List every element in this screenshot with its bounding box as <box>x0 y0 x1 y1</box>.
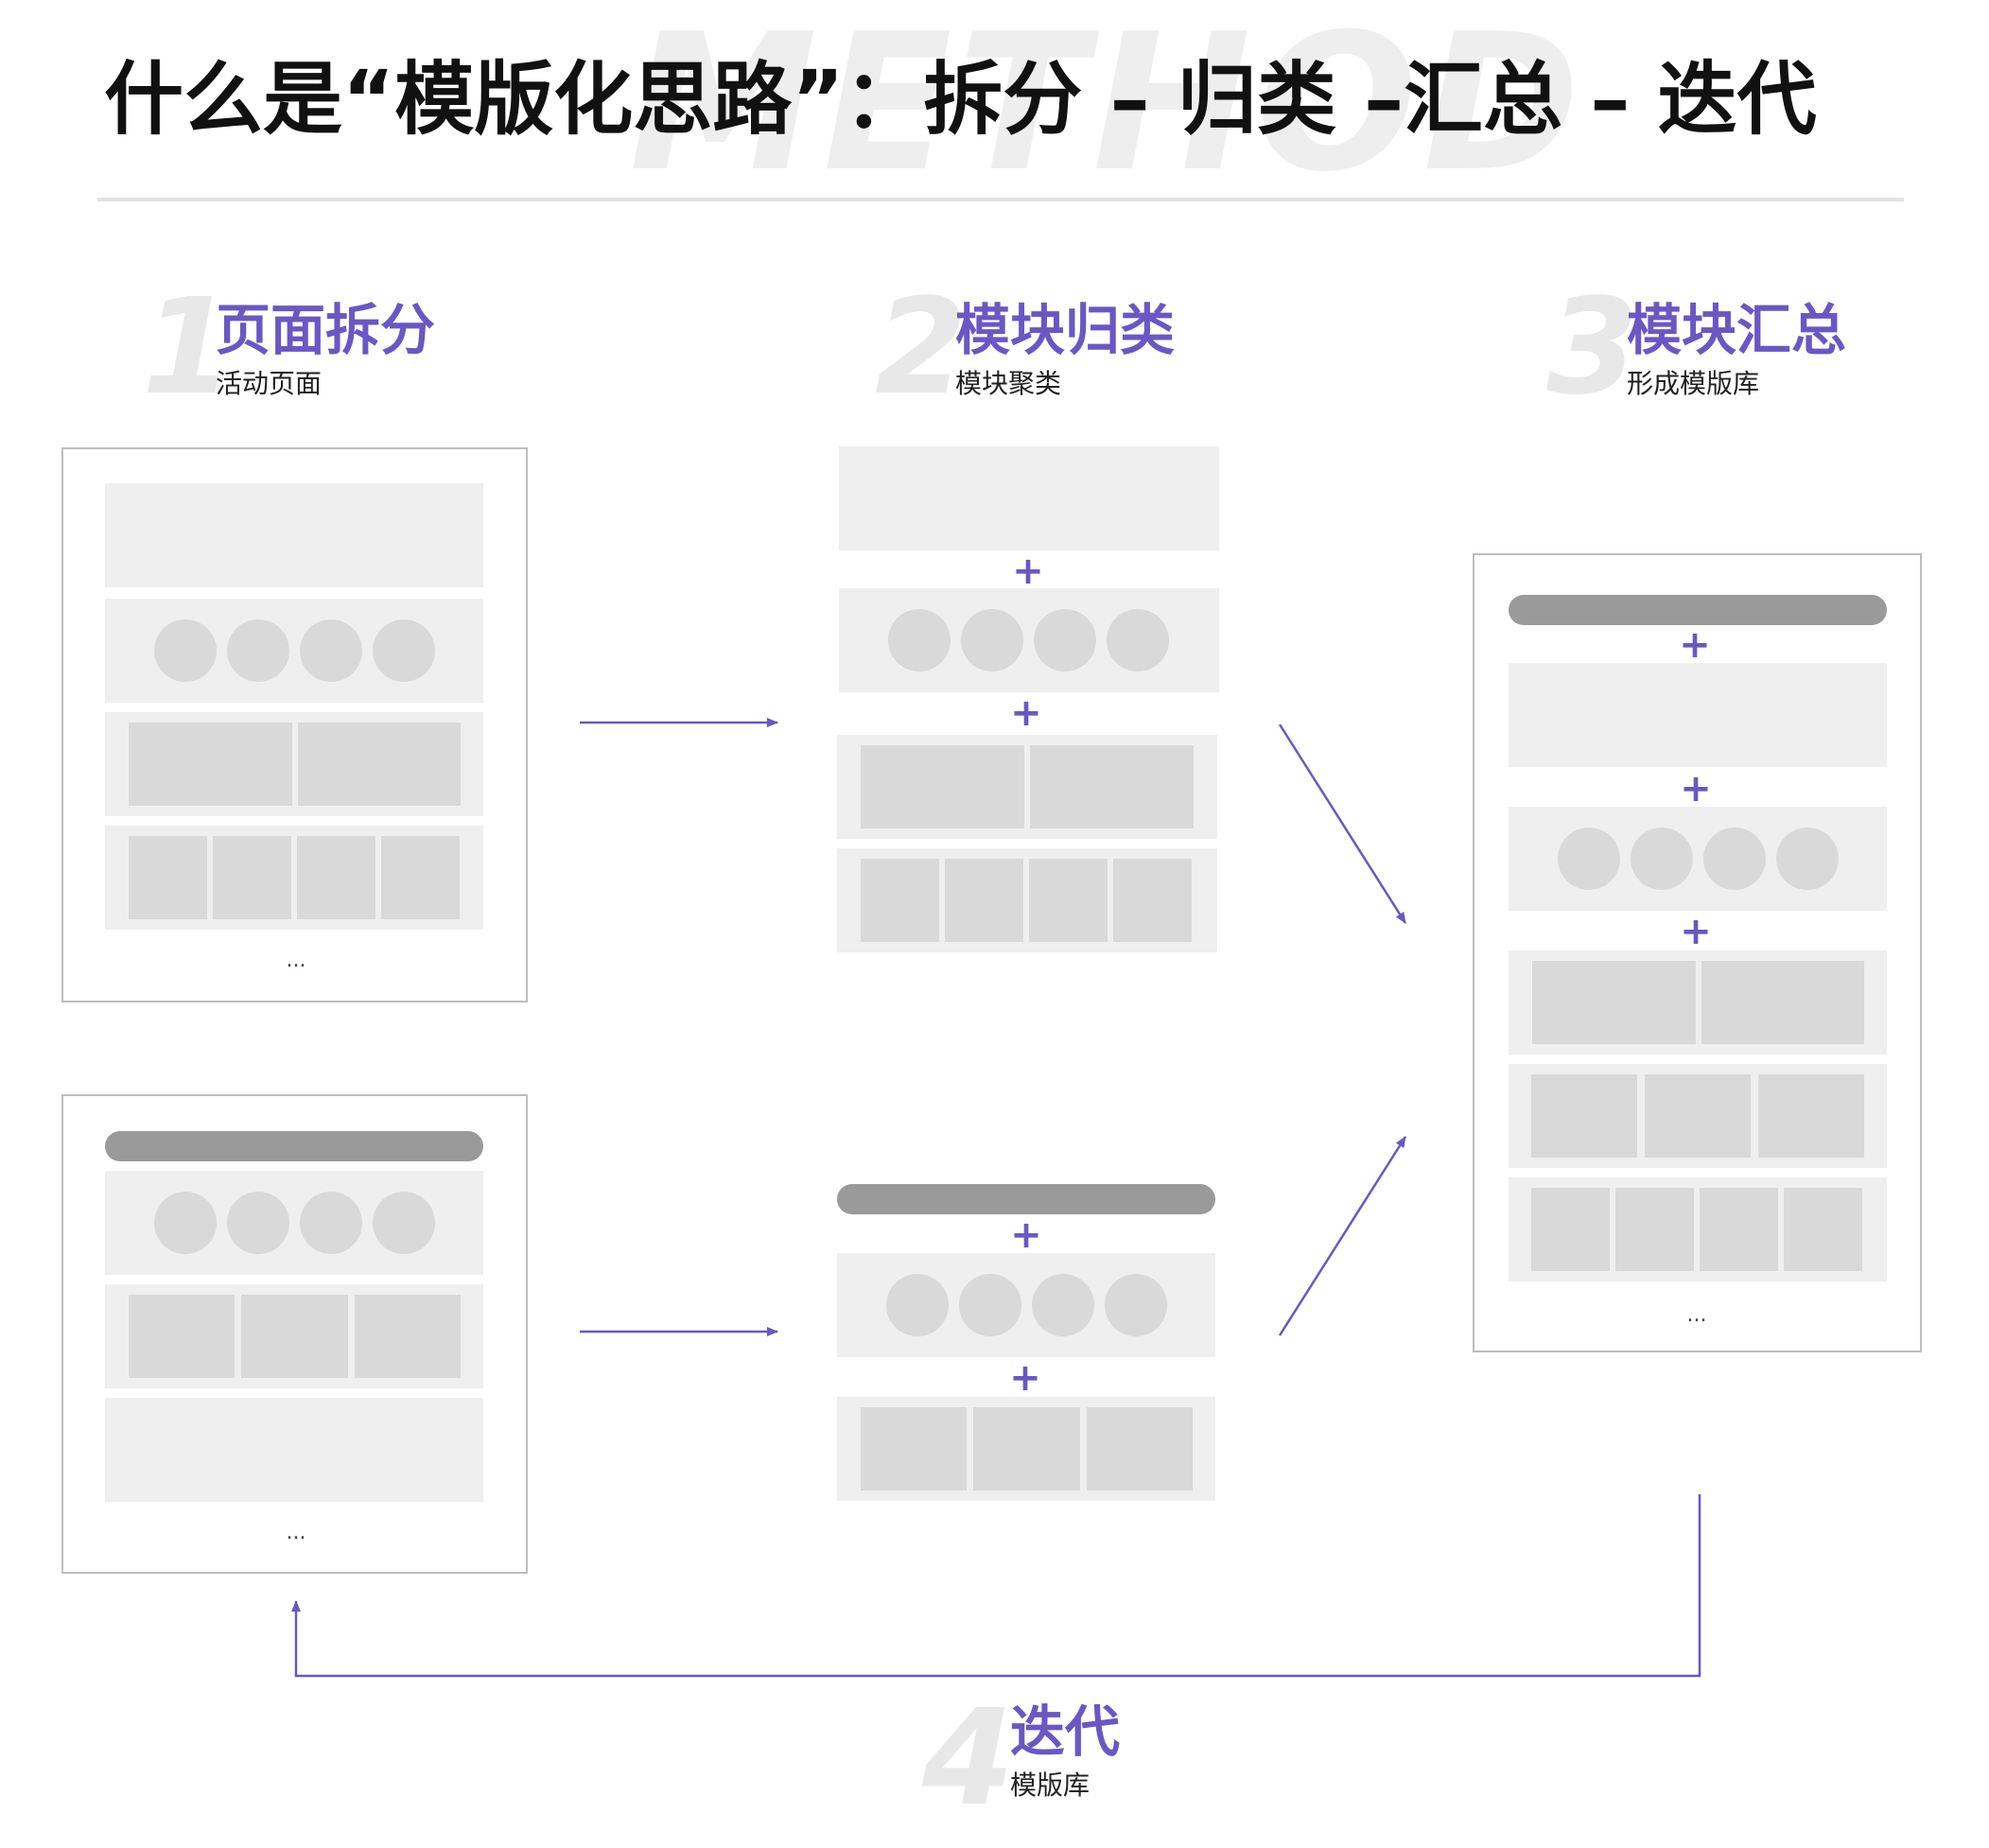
watermark-method: METHOD <box>629 0 1586 214</box>
circle-icon <box>1034 609 1096 671</box>
arrow-modules-top-to-library <box>1278 724 1407 924</box>
tile <box>1030 745 1194 828</box>
tile <box>1700 1188 1778 1271</box>
circle-icon <box>300 1192 362 1254</box>
ellipsis-more: ... <box>286 1521 306 1544</box>
tile <box>861 745 1024 828</box>
banner-module <box>1509 663 1887 767</box>
plus-icon: + <box>1010 1213 1042 1257</box>
tile <box>298 723 461 806</box>
step2-subtitle: 模块聚类 <box>955 368 1062 399</box>
plus-icon: + <box>1009 1356 1041 1400</box>
tile <box>129 723 292 806</box>
circle-icon <box>1631 828 1693 890</box>
step2-number: 2 <box>875 270 968 425</box>
circle-icon <box>154 619 217 682</box>
circle-icon <box>886 1274 949 1336</box>
tile <box>355 1295 461 1378</box>
step1-subtitle: 活动页面 <box>216 368 323 399</box>
tile <box>1532 961 1696 1044</box>
title-bar-module <box>105 1131 483 1161</box>
tile <box>1531 1188 1610 1271</box>
circle-icon <box>154 1192 217 1254</box>
plus-icon: + <box>1012 549 1044 593</box>
circle-icon <box>888 609 951 671</box>
tile <box>1113 859 1192 942</box>
step1-title: 页面拆分 <box>216 298 436 362</box>
tile <box>1701 961 1864 1044</box>
page-title: 什么是“模版化思路”：拆分 – 归类 –汇总 – 迭代 <box>104 53 1817 146</box>
circle-icon <box>1032 1274 1094 1336</box>
step3-subtitle: 形成模版库 <box>1627 368 1760 399</box>
step3-title: 模块汇总 <box>1627 298 1847 362</box>
plus-icon: + <box>1010 691 1042 735</box>
tile <box>1029 859 1108 942</box>
banner-module <box>105 1398 483 1502</box>
ellipsis-more: ... <box>286 949 306 972</box>
step4-subtitle: 模版库 <box>1010 1770 1090 1801</box>
tile <box>1758 1074 1864 1158</box>
circle-icon <box>1703 828 1766 890</box>
title-bar-module <box>837 1184 1215 1214</box>
tile <box>1531 1074 1637 1158</box>
circle-icon <box>961 609 1023 671</box>
step2-title: 模块归类 <box>955 298 1176 362</box>
tile <box>241 1295 348 1378</box>
plus-icon: + <box>1680 767 1712 811</box>
banner-module <box>839 446 1219 550</box>
step1-number: 1 <box>142 270 235 425</box>
circle-icon <box>1107 609 1169 671</box>
tile <box>1784 1188 1862 1271</box>
circle-icon <box>1776 828 1839 890</box>
tile <box>213 836 291 919</box>
circle-icon <box>227 619 289 682</box>
banner-module <box>105 483 483 587</box>
plus-icon: + <box>1679 623 1711 667</box>
tile <box>861 859 939 942</box>
tile <box>129 1295 235 1378</box>
tile <box>129 836 207 919</box>
circle-icon <box>373 1192 435 1254</box>
circle-icon <box>373 619 435 682</box>
title-divider <box>97 198 1904 201</box>
tile <box>861 1407 967 1491</box>
arrow-iterate-loop <box>291 1494 1701 1678</box>
circle-icon <box>959 1274 1021 1336</box>
step4-title: 迭代 <box>1010 1700 1121 1764</box>
ellipsis-more: ... <box>1686 1303 1707 1327</box>
circle-icon <box>300 619 362 682</box>
title-bar-module <box>1509 595 1887 625</box>
step4-number: 4 <box>922 1682 1015 1836</box>
tile <box>381 836 460 919</box>
tile <box>297 836 375 919</box>
tile <box>1645 1074 1751 1158</box>
circle-icon <box>1558 828 1620 890</box>
arrow-modules-bottom-to-library <box>1278 1136 1407 1336</box>
tile <box>945 859 1023 942</box>
tile <box>1615 1188 1694 1271</box>
plus-icon: + <box>1680 910 1712 953</box>
tile <box>1087 1407 1193 1491</box>
tile <box>973 1407 1080 1491</box>
circle-icon <box>1105 1274 1167 1336</box>
circle-icon <box>227 1192 289 1254</box>
step3-number: 3 <box>1546 270 1639 425</box>
